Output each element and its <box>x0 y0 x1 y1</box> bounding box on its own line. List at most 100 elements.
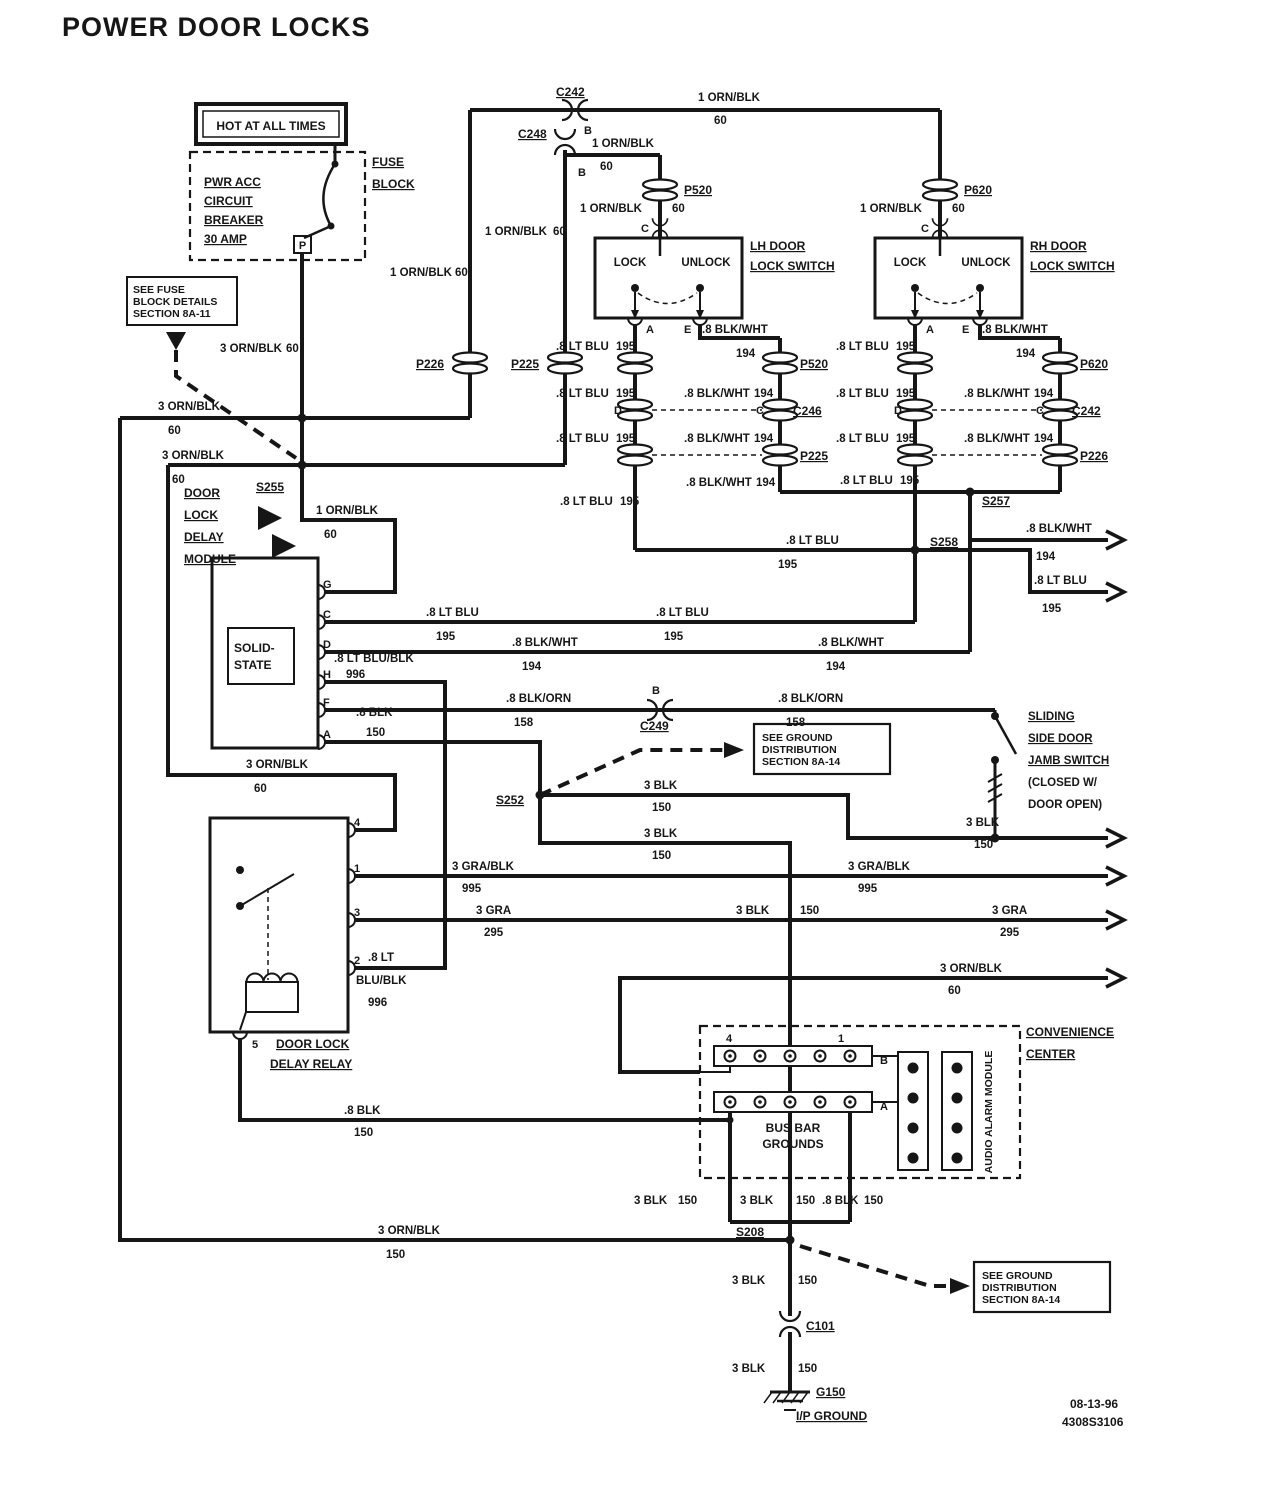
c249-label: C249 <box>640 719 669 733</box>
wire-label: 3 ORN/BLK <box>158 401 221 413</box>
wire-label: 1 ORN/BLK <box>485 226 548 238</box>
circuit-label: 60 <box>172 474 185 486</box>
fuse-strip-1 <box>713 1045 873 1067</box>
circuit-label: 194 <box>756 477 776 489</box>
circuit-label: 194 <box>1016 348 1036 360</box>
splice-s252 <box>535 790 545 800</box>
circuit-label: 194 <box>826 661 846 673</box>
wire-label: 3 GRA <box>476 905 511 917</box>
p520-label: P520 <box>684 183 712 197</box>
circuit-label: 996 <box>368 997 387 1009</box>
circuit-label: 195 <box>620 496 640 508</box>
circuit-label: 194 <box>754 388 774 400</box>
c248-label: C248 <box>518 127 547 141</box>
circuit-label: 995 <box>858 883 878 895</box>
s258-label: S258 <box>930 535 958 549</box>
convenience-center-box <box>698 1024 1022 1180</box>
exit-arrow-icon <box>1104 967 1126 989</box>
s255-label: S255 <box>256 480 284 494</box>
circuit-label: 195 <box>896 341 916 353</box>
rh-door-label: LOCK SWITCH <box>1030 259 1115 273</box>
convenience-center-label: CONVENIENCE <box>1026 1025 1114 1039</box>
circuit-label: 194 <box>1036 551 1056 563</box>
circuit-label: 60 <box>324 529 337 541</box>
wire-label: 3 GRA/BLK <box>848 861 911 873</box>
rh-door-lock-switch-box <box>873 236 1024 320</box>
fuse-strip-terminals <box>723 1049 857 1109</box>
unlock-label: UNLOCK <box>961 257 1011 269</box>
circuit-label: 195 <box>900 475 920 487</box>
labels: POWER DOOR LOCKS C242 B C248 B 1 ORN/BLK… <box>62 12 1124 1429</box>
pin-label: 2 <box>354 955 360 967</box>
circuit-label: 60 <box>948 985 961 997</box>
connector-p226-icon <box>451 351 489 375</box>
circuit-label: 194 <box>1034 433 1054 445</box>
see-ground-note: SECTION 8A-14 <box>982 1294 1060 1306</box>
wire-label: .8 BLK/WHT <box>818 637 884 649</box>
relay-switch-blade <box>239 873 295 907</box>
pin-label: 5 <box>252 1039 258 1051</box>
circuit-label: 60 <box>600 161 613 173</box>
wire-label: .8 LT BLU <box>556 388 609 400</box>
circuit-label: 996 <box>346 669 365 681</box>
wire-label: .8 LT BLU <box>836 388 889 400</box>
hot-label: HOT AT ALL TIMES <box>216 119 325 133</box>
wire-label: .8 LT BLU <box>836 341 889 353</box>
exit-arrow-icon <box>1104 909 1126 931</box>
p226-label: P226 <box>1080 449 1108 463</box>
circuit-label: 195 <box>896 433 916 445</box>
pin-label: B <box>652 685 660 697</box>
wire-label: 3 BLK <box>740 1195 774 1207</box>
wire-label: 1 ORN/BLK <box>592 138 655 150</box>
circuit-label: 150 <box>652 850 671 862</box>
jamb-switch-label: DOOR OPEN) <box>1028 799 1102 811</box>
circuit-label: 60 <box>286 343 299 355</box>
fuse-block-label: FUSE <box>372 155 404 169</box>
circuit-label: 194 <box>754 433 774 445</box>
lh-door-label: LH DOOR <box>750 239 806 253</box>
splice-s257 <box>965 487 975 497</box>
wire-label: .8 BLK/ORN <box>778 693 843 705</box>
p226-label: P226 <box>416 357 444 371</box>
circuit-label: 60 <box>455 267 468 279</box>
pin-label: D <box>614 405 622 417</box>
wire-label: 3 BLK <box>634 1195 668 1207</box>
junction-dots <box>236 160 1000 1245</box>
lh-door-lock-switch-box <box>593 236 744 320</box>
s208-label: S208 <box>736 1225 764 1239</box>
circuit-label: 295 <box>484 927 504 939</box>
hot-at-all-times-box <box>194 102 348 146</box>
splice-s258 <box>910 545 920 555</box>
jamb-switch-label: (CLOSED W/ <box>1028 777 1098 789</box>
pin-label: D <box>323 639 331 651</box>
exit-arrow-icon <box>1104 529 1126 551</box>
audio-alarm-connector-1 <box>897 1051 929 1171</box>
pin-label: A <box>323 729 331 741</box>
wire-label: 3 ORN/BLK <box>220 343 283 355</box>
relay-label: DOOR LOCK <box>276 1037 350 1051</box>
pin-label: P <box>299 240 306 252</box>
component-boxes <box>126 102 1112 1314</box>
connector-p520-icon <box>641 178 679 202</box>
pin-label: C <box>641 223 649 235</box>
fuse-position-label: 1 <box>838 1033 844 1045</box>
fuse-label: 30 AMP <box>204 232 247 246</box>
see-ground-note-box-2 <box>972 1260 1112 1314</box>
unlock-label: UNLOCK <box>681 257 731 269</box>
wire-label: .8 BLK/WHT <box>964 388 1030 400</box>
circuit-label: 158 <box>514 717 534 729</box>
wire-label: .8 LT BLU/BLK <box>334 653 414 665</box>
fuse-p-terminal <box>293 235 312 254</box>
circuit-label: 195 <box>778 559 798 571</box>
see-ground-note: SECTION 8A-14 <box>762 756 840 768</box>
s252-label: S252 <box>496 793 524 807</box>
internal-details <box>239 506 1003 1411</box>
circuit-label: 195 <box>616 388 636 400</box>
see-fuse-note-box <box>126 276 238 326</box>
wire-label: .8 LT BLU <box>556 433 609 445</box>
pin-label: B <box>880 1055 888 1067</box>
wire-label: .8 BLK/WHT <box>684 433 750 445</box>
circuit-label: 150 <box>796 1195 815 1207</box>
see-ground-note-box-1 <box>752 722 892 776</box>
